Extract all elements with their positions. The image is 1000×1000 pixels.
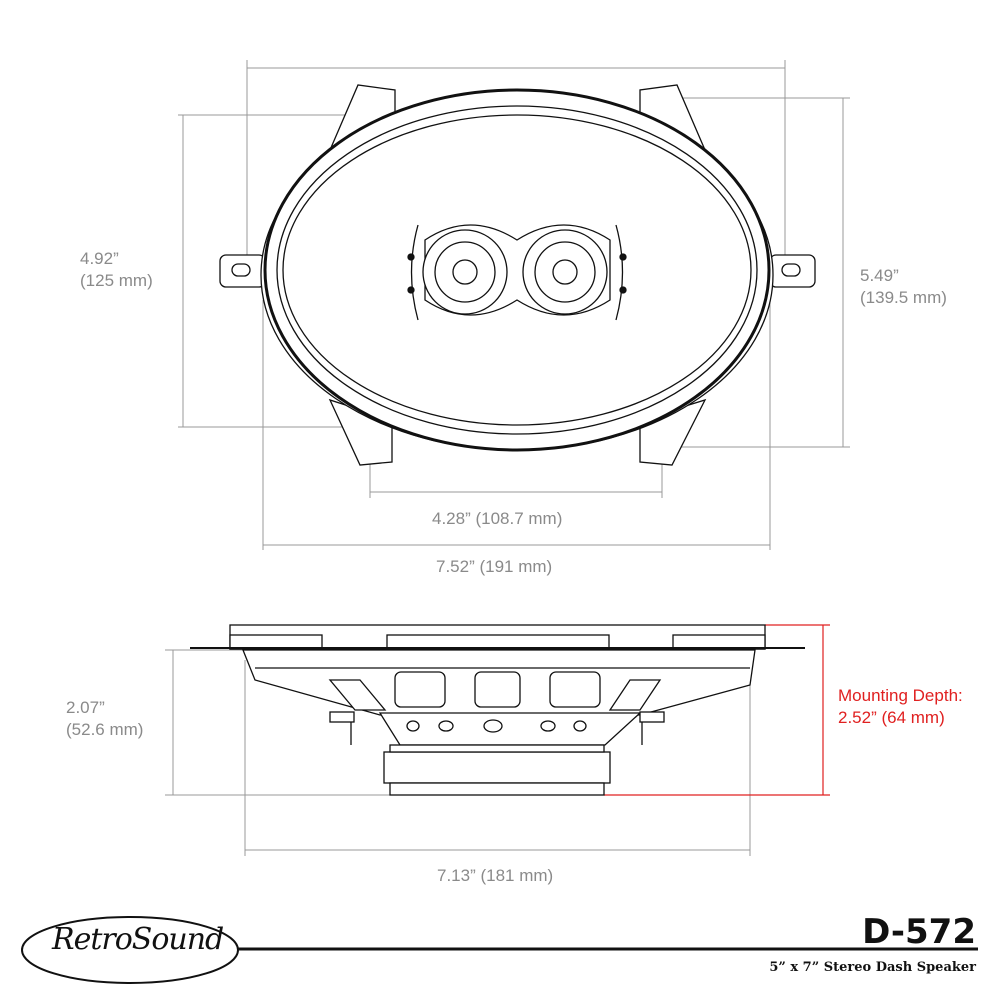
top-view — [219, 84, 816, 466]
basket-width-label: 7.13” (181 mm) — [437, 866, 554, 885]
dimension-metric: (52.6 mm) — [66, 720, 144, 739]
overall-width-label: 7.52” (191 mm) — [436, 557, 553, 576]
footer — [21, 916, 978, 984]
frame-neck — [378, 712, 642, 746]
dimension-metric: (125 mm) — [80, 271, 153, 290]
model-number: D-572 — [862, 912, 976, 952]
product-subtitle: 5” x 7” Stereo Dash Speaker — [769, 960, 976, 975]
retrosound-logo: RetroSound — [52, 922, 224, 957]
dimension-metric: (139.5 mm) — [860, 288, 947, 307]
magnet — [383, 751, 611, 784]
mounting-depth-value: 2.52” (64 mm) — [838, 708, 945, 727]
dimension-value: 5.49” — [860, 266, 899, 285]
depth-label: 2.07” (52.6 mm) — [66, 697, 143, 741]
inner-width-label: 4.28” (108.7 mm) — [432, 509, 563, 528]
mounting-depth-title: Mounting Depth: — [838, 686, 963, 705]
inner-height-label: 4.92” (125 mm) — [80, 248, 153, 292]
side-view — [190, 624, 805, 796]
dimension-value: 4.92” — [80, 249, 119, 268]
mounting-depth-line — [604, 624, 830, 796]
mounting-depth-label: Mounting Depth: 2.52” (64 mm) — [838, 685, 963, 729]
outer-height-label: 5.49” (139.5 mm) — [860, 265, 947, 309]
dimension-value: 2.07” — [66, 698, 105, 717]
